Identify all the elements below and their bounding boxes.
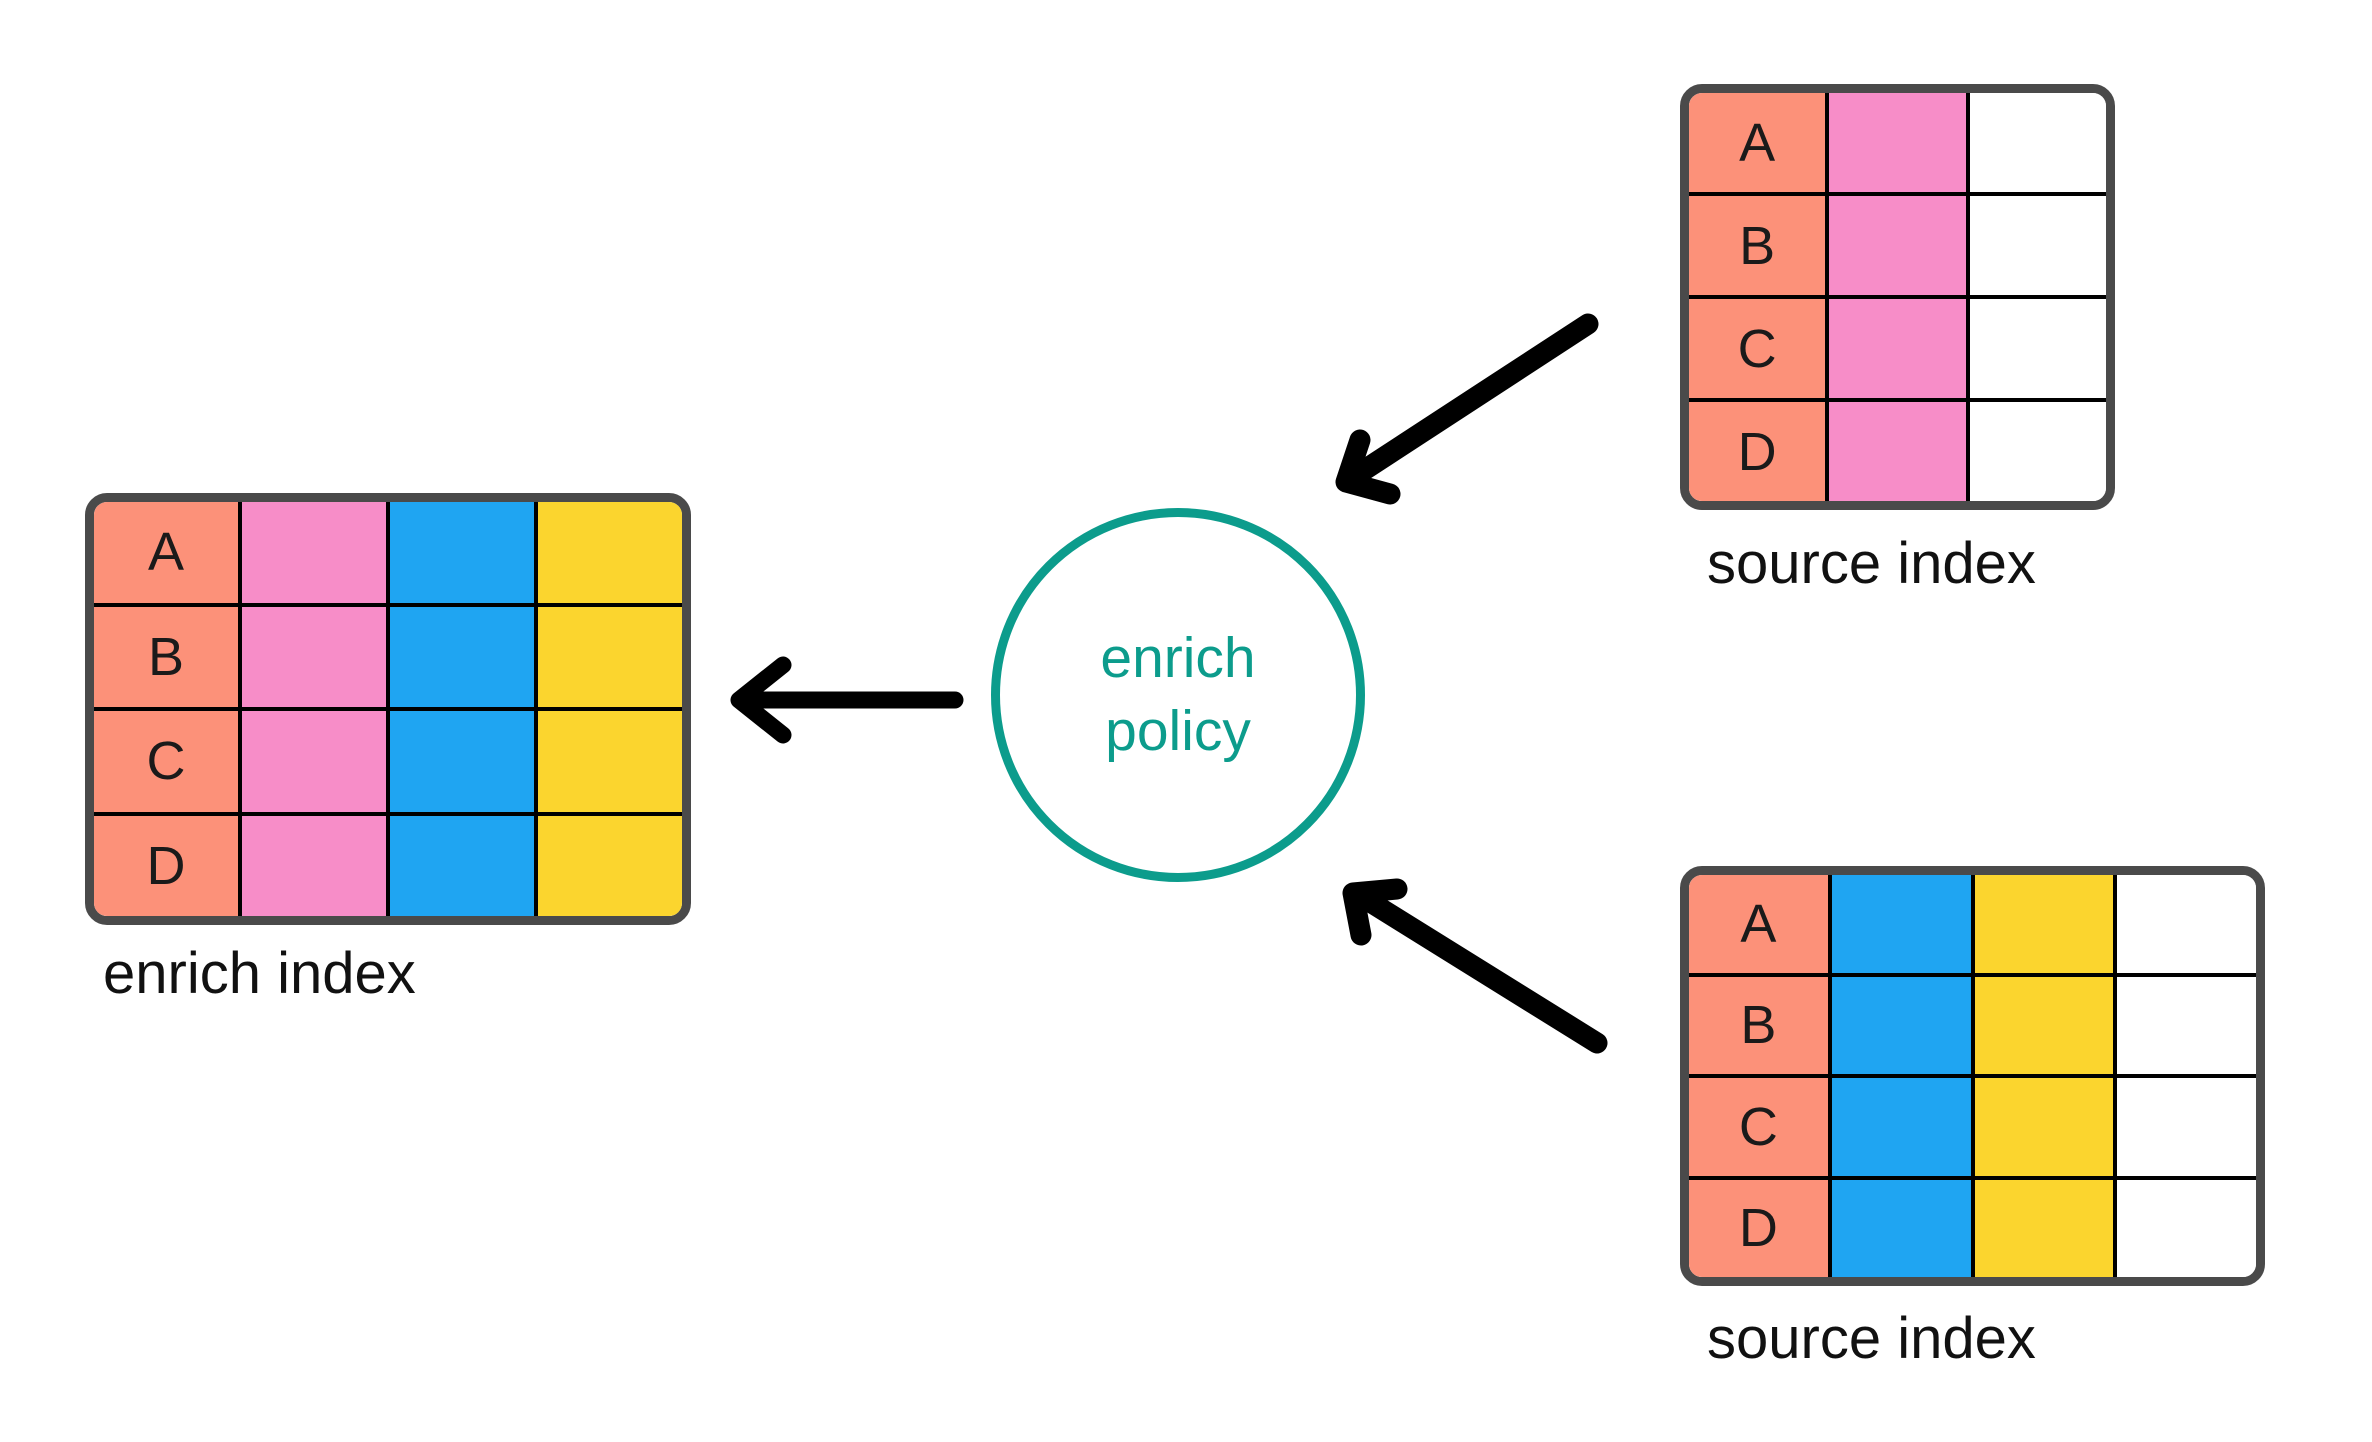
table-row: B	[94, 606, 682, 711]
arrow-source-top-to-policy	[1335, 313, 1599, 505]
table-cell-key: D	[1689, 1179, 1832, 1277]
table-cell-field	[538, 711, 682, 812]
table-cell-empty	[2117, 875, 2256, 973]
table-row: C	[94, 711, 682, 816]
table-source-index-top: A B C D	[1680, 84, 2115, 510]
table-cell-field	[390, 606, 538, 707]
enrich-policy-label-line-2: policy	[1105, 699, 1251, 763]
table-row: C	[1689, 1078, 2256, 1180]
table-cell-field	[538, 502, 682, 603]
table-cell-field	[1974, 1179, 2118, 1277]
caption-source-index-bottom: source index	[1707, 1306, 2036, 1371]
table-cell-field	[1831, 976, 1975, 1074]
table-cell-empty	[1969, 196, 2106, 295]
table-cell-field	[1831, 1078, 1975, 1176]
table-row: D	[1689, 402, 2106, 501]
table-cell-key: D	[94, 815, 242, 916]
table-cell-empty	[2117, 1078, 2256, 1176]
caption-enrich-index: enrich index	[103, 941, 416, 1006]
table-row: B	[1689, 196, 2106, 299]
table-cell-key: A	[1689, 875, 1832, 973]
table-cell-key: C	[1689, 1078, 1832, 1176]
caption-source-index-top: source index	[1707, 531, 2036, 596]
table-cell-field	[1829, 93, 1970, 192]
table-cell-field	[242, 815, 390, 916]
arrow-source-bottom-to-policy	[1342, 878, 1608, 1054]
table-cell-field	[1829, 299, 1970, 398]
table-cell-key: B	[1689, 976, 1832, 1074]
arrow-policy-to-enrich-index	[730, 656, 964, 744]
table-cell-empty	[2117, 1179, 2256, 1277]
table-source-index-bottom: A B C D	[1680, 866, 2265, 1286]
table-enrich-index: A B C D	[85, 493, 691, 925]
table-row: A	[1689, 93, 2106, 196]
table-row: B	[1689, 976, 2256, 1078]
table-cell-key: D	[1689, 402, 1830, 501]
table-cell-field	[1974, 976, 2118, 1074]
table-cell-key: B	[1689, 196, 1830, 295]
table-cell-empty	[1969, 402, 2106, 501]
table-cell-field	[390, 502, 538, 603]
table-row: A	[94, 502, 682, 607]
table-cell-key: A	[94, 502, 242, 603]
table-cell-field	[1974, 1078, 2118, 1176]
table-row: D	[1689, 1179, 2256, 1277]
table-row: C	[1689, 299, 2106, 402]
table-cell-field	[1829, 196, 1970, 295]
table-cell-field	[1831, 875, 1975, 973]
enrich-policy-label-line-1: enrich	[1100, 626, 1256, 691]
table-cell-empty	[1969, 93, 2106, 192]
table-cell-field	[390, 815, 538, 916]
table-cell-empty	[1969, 299, 2106, 398]
table-cell-key: A	[1689, 93, 1830, 192]
table-cell-key: C	[94, 711, 242, 812]
table-cell-key: B	[94, 606, 242, 707]
table-cell-field	[1974, 875, 2118, 973]
table-cell-field	[538, 815, 682, 916]
table-cell-field	[242, 606, 390, 707]
table-cell-field	[538, 606, 682, 707]
table-cell-empty	[2117, 976, 2256, 1074]
table-row: D	[94, 815, 682, 916]
table-cell-field	[1831, 1179, 1975, 1277]
table-cell-field	[390, 711, 538, 812]
table-row: A	[1689, 875, 2256, 977]
table-cell-key: C	[1689, 299, 1830, 398]
table-cell-field	[242, 502, 390, 603]
table-cell-field	[1829, 402, 1970, 501]
table-cell-field	[242, 711, 390, 812]
enrich-policy-node: enrich policy	[991, 508, 1365, 882]
